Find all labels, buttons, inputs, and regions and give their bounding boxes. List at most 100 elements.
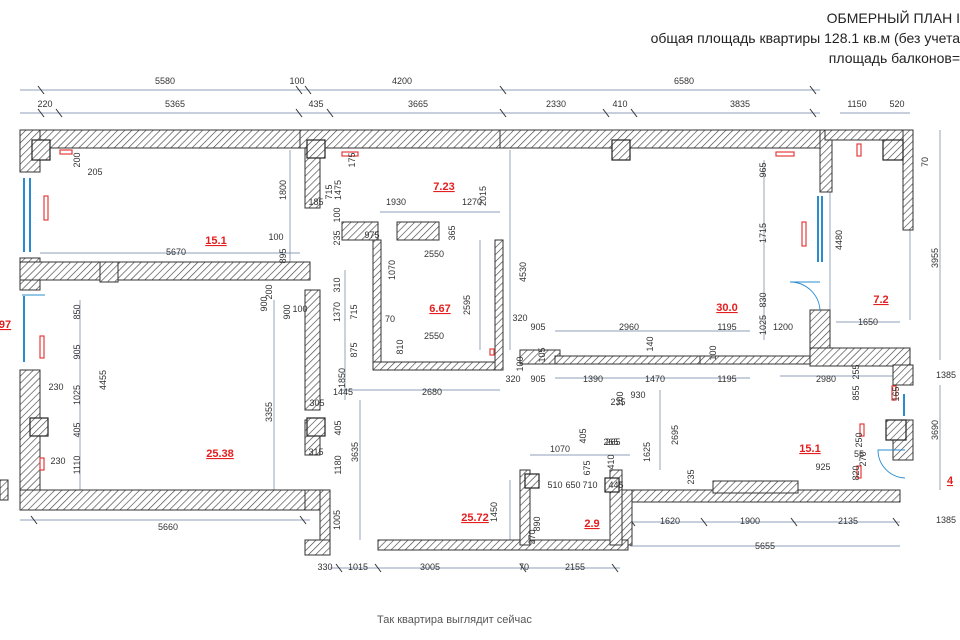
room-area-label: 15.1 xyxy=(799,443,820,455)
dimension-label-top_inner-1: 5365 xyxy=(165,99,185,109)
dimension-label-room_4-7: 2960 xyxy=(619,322,639,332)
dimension-label-room_4-18: 320 xyxy=(505,374,520,384)
room-area-label: 4 xyxy=(947,475,954,487)
plan-title: ОБМЕРНЫЙ ПЛАН I xyxy=(826,10,960,26)
room-area-label: 25.72 xyxy=(461,512,489,524)
dimension-label-room_2-3: 175 xyxy=(347,152,357,167)
dimension-label-room_6-7: 235 xyxy=(686,469,696,484)
dimension-label-room_6-24: 370 xyxy=(527,529,537,544)
dimension-label-room_5-15: 305 xyxy=(309,398,324,408)
dimension-label-room_6-1: 855 xyxy=(851,385,861,400)
windows xyxy=(23,178,905,416)
dimension-label-room_5-3: 4455 xyxy=(98,370,108,390)
dimension-label-room_6-14: 410 xyxy=(606,454,616,469)
dimension-label-room_3-4: 2595 xyxy=(462,295,472,315)
dimension-label-room_5-2: 1025 xyxy=(72,385,82,405)
dimension-label-room_3-7: 875 xyxy=(349,342,359,357)
dimension-label-room_5-7: 230 xyxy=(50,456,65,466)
dimension-label-room_5-4: 405 xyxy=(72,422,82,437)
dimension-label-top_inner-7: 1150 xyxy=(847,99,866,109)
dimension-label-room_1-3: 5670 xyxy=(166,247,186,257)
red-markers xyxy=(39,143,897,479)
room-area-label: 6.67 xyxy=(429,303,450,315)
dimension-label-room_4-15: 320 xyxy=(512,313,527,323)
dimension-label-room_3-8: 900 xyxy=(282,304,292,319)
dimension-label-room_6-18: 510 xyxy=(547,480,562,490)
dimension-label-top_inner-4: 2330 xyxy=(546,99,566,109)
dimension-label-room_2-4: 100 xyxy=(332,207,342,222)
dimension-label-top_inner-0: 220 xyxy=(37,99,52,109)
dimension-label-room_4-19: 905 xyxy=(530,374,545,384)
dimension-label-room_6-2: 255 xyxy=(851,364,861,379)
dimension-label-room_3-11: 4530 xyxy=(518,262,528,282)
dimension-label-room_4-16: 100 xyxy=(515,356,525,371)
dimension-label-room_6-8: 2695 xyxy=(670,425,680,445)
dimension-label-bottom-2: 1015 xyxy=(348,562,368,572)
dimension-label-room_6-12: 405 xyxy=(578,428,588,443)
dimension-label-room_4-5: 1200 xyxy=(773,322,793,332)
dimension-label-room_3-2: 310 xyxy=(332,277,342,292)
dimension-label-room_4-4: 1025 xyxy=(758,315,768,335)
room-area-label: 7.2 xyxy=(873,294,888,306)
dimension-label-room_6-4: 250 xyxy=(854,432,864,447)
dimension-label-right_side-1: 3955 xyxy=(930,248,940,268)
dimension-label-room_5-17: 315 xyxy=(308,447,323,457)
dimension-label-room_4-3: 4480 xyxy=(834,230,844,250)
dimension-label-top_outer-1: 100 xyxy=(289,76,304,86)
dimension-label-right_side-2: 1385 xyxy=(936,370,956,380)
dimension-label-room_5-12: 1850 xyxy=(337,368,347,388)
dimension-label-bottom-3: 3005 xyxy=(420,562,440,572)
dimension-label-room_4-11: 1195 xyxy=(717,374,736,384)
dimension-lines xyxy=(20,89,941,569)
dimension-label-room_6-19: 650 xyxy=(565,480,580,490)
columns xyxy=(29,139,907,493)
dimension-label-room_5-5: 1110 xyxy=(72,456,82,475)
dimension-label-room_4-13: 1390 xyxy=(583,374,603,384)
dimension-label-room_4-2: 830 xyxy=(758,292,768,307)
dimension-label-room_3-0: 2550 xyxy=(424,249,444,259)
balcony-area-text: площадь балконов= xyxy=(828,50,960,66)
dimension-label-room_2-10: 235 xyxy=(332,230,342,245)
room-area-label: 15.1 xyxy=(205,235,226,247)
dimension-label-room_2-2: 1475 xyxy=(333,180,343,200)
dimension-label-room_4-10: 140 xyxy=(645,336,655,351)
dimension-label-bottom-9: 5655 xyxy=(755,541,775,551)
dimension-label-top_inner-3: 3665 xyxy=(408,99,428,109)
dimension-label-room_4-17: 105 xyxy=(537,347,547,362)
dimension-label-room_2-0: 185 xyxy=(308,197,323,207)
dimension-label-room_6-9: 1625 xyxy=(642,442,652,462)
dimension-label-room_6-5: 820 xyxy=(851,465,861,480)
dimension-label-bottom-5: 2155 xyxy=(565,562,585,572)
dimension-label-top_inner-6: 3835 xyxy=(730,99,750,109)
dimension-label-room_4-12: 1470 xyxy=(645,374,665,384)
dimension-label-room_3-10: 2550 xyxy=(424,331,444,341)
dimension-label-room_3-6: 810 xyxy=(395,339,405,354)
dimension-label-room_5-1: 905 xyxy=(72,344,82,359)
dimension-label-top_outer-2: 4200 xyxy=(392,76,412,86)
dimension-label-bottom-0: 5660 xyxy=(158,522,178,532)
dimension-label-room_6-25: 235 xyxy=(610,397,625,407)
dimension-label-room_6-23: 890 xyxy=(532,516,542,531)
dimension-label-room_5-9: 900 xyxy=(259,296,269,311)
dimension-label-room_6-6: 270 xyxy=(858,451,868,466)
dimension-label-room_4-0: 965 xyxy=(758,162,768,177)
dimension-label-room_6-27: 55 xyxy=(854,449,864,459)
dimension-label-room_2-9: 365 xyxy=(447,225,457,240)
dimension-label-top_outer-0: 5580 xyxy=(155,76,175,86)
dimension-label-room_3-3: 715 xyxy=(349,304,359,319)
room-area-label: 7.23 xyxy=(433,181,454,193)
dimension-label-bottom-4: 70 xyxy=(519,562,529,572)
dimension-ticks xyxy=(30,85,900,573)
dimension-label-room_5-0: 850 xyxy=(72,304,82,319)
dimension-label-room_6-17: 1070 xyxy=(550,444,570,454)
dimension-label-bottom-7: 1900 xyxy=(740,516,760,526)
dimension-label-room_6-11: 100 xyxy=(615,391,625,406)
dimension-label-room_6-0: 2980 xyxy=(816,374,836,384)
dimension-label-room_6-21: 445 xyxy=(608,480,623,490)
dimension-label-room_4-1: 1715 xyxy=(758,223,768,243)
dimension-label-room_4-6: 1650 xyxy=(858,317,878,327)
dimension-label-room_1-5: 895 xyxy=(278,248,288,263)
dimension-label-top_inner-5: 410 xyxy=(612,99,627,109)
room-area-label: 2.9 xyxy=(584,518,599,530)
